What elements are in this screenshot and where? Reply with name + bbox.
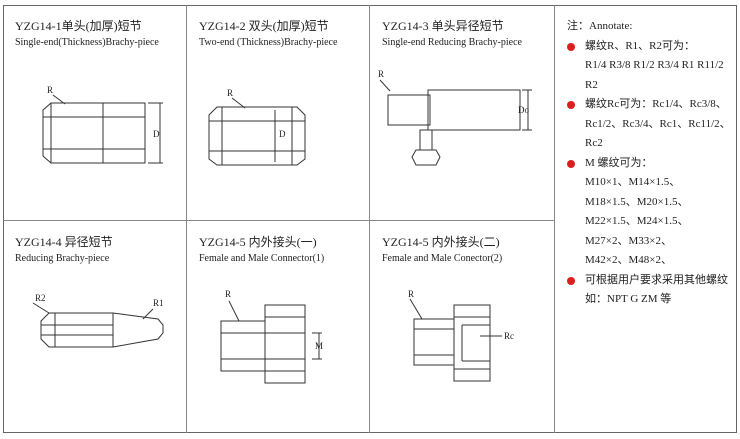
cell-yzg14-3: YZG14-3 单头异径短节 Single-end Reducing Brach… [370, 5, 555, 221]
product-name: Female and Male Connector(1) [199, 253, 325, 264]
catalog-table [3, 5, 737, 433]
cell-yzg14-1: YZG14-1单头(加厚)短节 Single-end(Thickness)Bra… [3, 5, 187, 221]
drawing-single-end-brachy: R D [42, 85, 163, 164]
cell-yzg14-5-2: YZG14-5 内外接头(二) Female and Male Conector… [370, 221, 555, 433]
drawing-two-end-brachy: R D [208, 88, 306, 166]
note-line: Rc2 [585, 137, 603, 149]
label-m: M [315, 341, 323, 351]
label-rc: Rc [504, 331, 514, 341]
note-r-thread: 螺纹R、R1、R2可为： [567, 37, 737, 57]
label-r: R [47, 85, 53, 95]
drawing-female-male-connector-2: R Rc [408, 289, 514, 382]
cell-yzg14-4: YZG14-4 异径短节 Reducing Brachy-piece R2 R1 [3, 221, 187, 433]
note-line: M22×1.5、M24×1.5、 [585, 215, 689, 227]
drawing-reducing-brachy-piece: R2 R1 [32, 293, 164, 348]
product-code: YZG14-5 内外接头(二) [382, 235, 500, 249]
product-name: Two-end (Thickness)Brachy-piece [199, 37, 338, 48]
drawing-female-male-connector-1: R M [220, 289, 323, 384]
note-line: R2 [585, 78, 598, 91]
label-r: R [225, 289, 231, 299]
label-r1: R1 [153, 298, 164, 308]
note-other-thread: 可根据用户要求采用其他螺纹 [567, 271, 737, 291]
annotate-notes: 注：Annotate: 螺纹R、R1、R2可为： R1/4 R3/8 R1/2 … [555, 5, 737, 433]
cell-yzg14-2: YZG14-2 双头(加厚)短节 Two-end (Thickness)Brac… [187, 5, 370, 221]
product-code: YZG14-3 单头异径短节 [382, 19, 504, 33]
label-do: Do [518, 105, 529, 115]
note-line: M27×2、M33×2、 [585, 234, 672, 247]
label-d: D [153, 129, 160, 139]
product-code: YZG14-2 双头(加厚)短节 [199, 19, 329, 33]
note-line: R1/4 R3/8 R1/2 R3/4 R1 R11/2 [585, 59, 724, 71]
label-r: R [378, 69, 384, 79]
note-line: Rc1/2、Rc3/4、Rc1、Rc11/2、 [585, 117, 731, 130]
product-name: Female and Male Conector(2) [382, 253, 503, 264]
note-line: 如：NPT G ZM 等 [585, 293, 672, 305]
label-r: R [408, 289, 414, 299]
label-r: R [227, 88, 233, 98]
product-name: Single-end Reducing Brachy-piece [382, 37, 522, 48]
note-line: M42×2、M48×2、 [585, 254, 672, 266]
note-m-thread: M 螺纹可为： [567, 154, 737, 174]
cell-yzg14-5-1: YZG14-5 内外接头(一) Female and Male Connecto… [187, 221, 370, 433]
notes-title: 注：Annotate: [567, 20, 633, 32]
product-code: YZG14-1单头(加厚)短节 [15, 19, 142, 33]
note-line: M10×1、M14×1.5、 [585, 176, 681, 188]
product-code: YZG14-5 内外接头(一) [199, 235, 317, 249]
note-rc-thread: 螺纹Rc可为：Rc1/4、Rc3/8、 [567, 95, 737, 115]
label-d: D [279, 129, 286, 139]
note-line: M18×1.5、M20×1.5、 [585, 195, 689, 208]
label-r2: R2 [35, 293, 46, 303]
product-name: Reducing Brachy-piece [15, 253, 110, 264]
product-code: YZG14-4 异径短节 [15, 235, 113, 249]
drawing-reducing-brachy: R Do [378, 69, 532, 166]
product-name: Single-end(Thickness)Brachy-piece [15, 37, 159, 48]
